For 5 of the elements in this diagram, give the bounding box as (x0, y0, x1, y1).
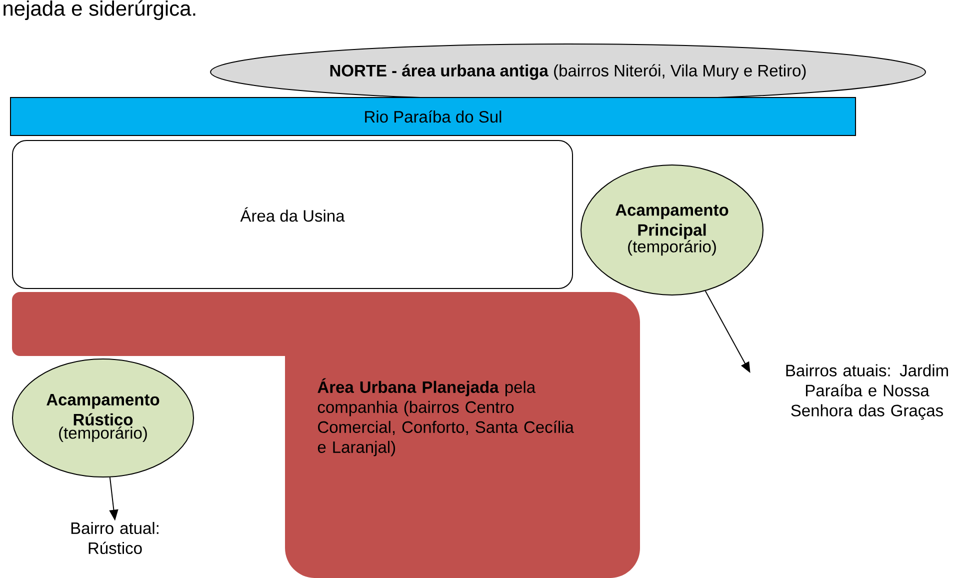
heading-text: nejada e siderúrgica. (4, 0, 196, 20)
text-label: Bairros atuais: Jardim Paraíba e Nossa Senhora das Graças (786, 364, 948, 420)
river-band: Rio Paraíba do Sul (10, 97, 856, 136)
area-box: Área da Usina (12, 140, 573, 289)
text-label: Bairro atual: Rústico (71, 522, 158, 554)
